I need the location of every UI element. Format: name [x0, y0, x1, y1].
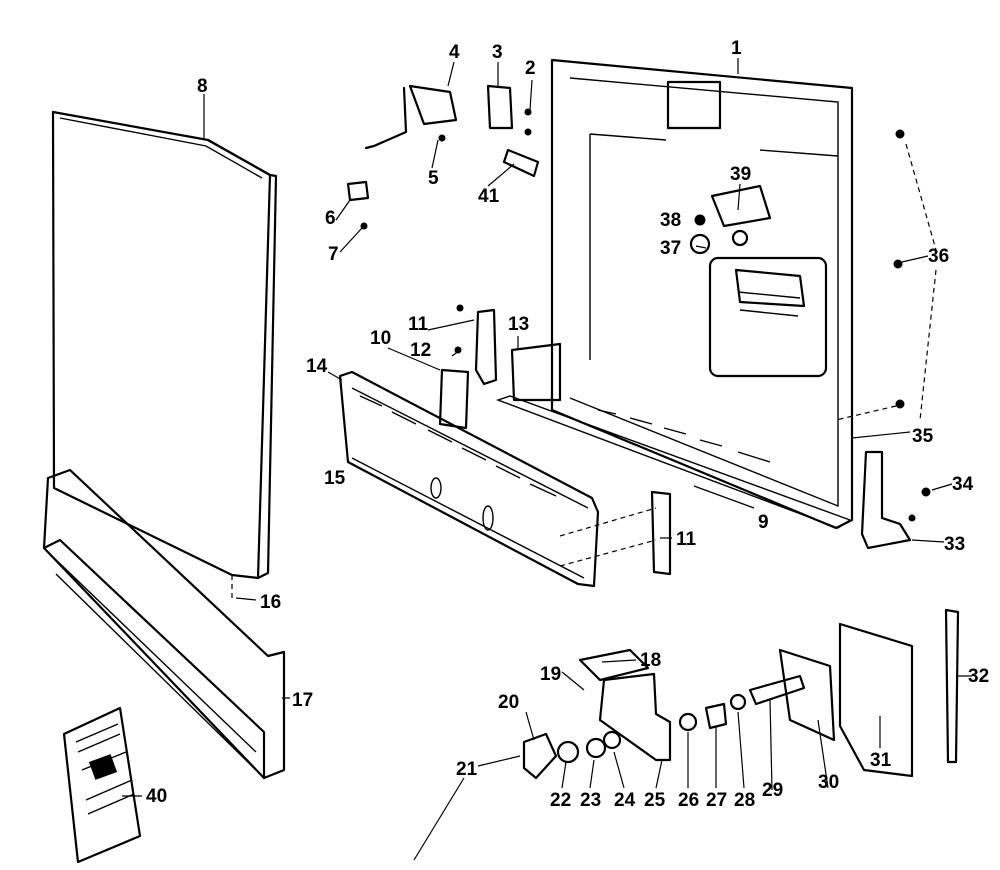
callout-3: 3 — [492, 42, 503, 63]
callout-7: 7 — [328, 244, 339, 265]
callout-24: 24 — [614, 790, 636, 811]
callout-39: 39 — [730, 164, 751, 185]
callout-34: 34 — [952, 474, 974, 495]
callout-20: 20 — [498, 692, 519, 713]
callout-16: 16 — [260, 592, 281, 613]
callout-33: 33 — [944, 534, 965, 555]
callout-17: 17 — [292, 690, 313, 711]
callout-41: 41 — [478, 186, 500, 207]
inner-door-liner — [495, 58, 854, 530]
callout-32: 32 — [968, 666, 989, 687]
callout-36: 36 — [928, 246, 949, 267]
callout-27: 27 — [706, 790, 727, 811]
upper-hinge-hardware — [364, 84, 540, 178]
callout-15: 15 — [324, 468, 346, 489]
callout-13: 13 — [508, 314, 529, 335]
instruction-booklet — [62, 706, 142, 864]
callout-11-bottom: 11 — [676, 529, 697, 550]
callout-31: 31 — [870, 750, 892, 771]
callout-8: 8 — [197, 76, 208, 97]
callout-40: 40 — [146, 786, 167, 807]
callout-37: 37 — [660, 238, 681, 259]
outer-door-panel — [51, 110, 278, 580]
callout-12: 12 — [410, 340, 431, 361]
callout-26: 26 — [678, 790, 699, 811]
callout-23: 23 — [580, 790, 601, 811]
callout-9: 9 — [758, 512, 769, 533]
callout-5: 5 — [428, 168, 439, 189]
callout-4: 4 — [449, 42, 460, 63]
alignment-lines — [231, 143, 937, 598]
leader-lines — [122, 58, 972, 861]
callout-18: 18 — [640, 650, 661, 671]
door-latch-assembly — [522, 608, 960, 780]
callout-38: 38 — [660, 210, 681, 231]
callout-29: 29 — [762, 780, 783, 801]
toe-kick-panel — [42, 468, 286, 780]
callout-10: 10 — [370, 328, 391, 349]
callout-30: 30 — [818, 772, 839, 793]
detergent-dispenser-parts — [689, 184, 772, 255]
panel-brackets — [438, 304, 672, 576]
callout-21: 21 — [456, 759, 478, 780]
callout-22: 22 — [550, 790, 571, 811]
callout-14: 14 — [306, 356, 328, 377]
callout-28: 28 — [734, 790, 755, 811]
lower-right-hinge — [860, 129, 931, 550]
part-callouts: 1 2 3 4 5 6 7 8 9 10 11 11 12 13 14 15 1… — [146, 38, 989, 811]
callout-19: 19 — [540, 664, 561, 685]
callout-11-top: 11 — [408, 314, 429, 335]
callout-35: 35 — [912, 426, 934, 447]
callout-6: 6 — [325, 208, 336, 229]
callout-25: 25 — [644, 790, 666, 811]
control-panel — [338, 370, 600, 588]
callout-1: 1 — [731, 38, 742, 59]
callout-2: 2 — [525, 58, 536, 79]
door-stop-knob — [346, 180, 370, 230]
